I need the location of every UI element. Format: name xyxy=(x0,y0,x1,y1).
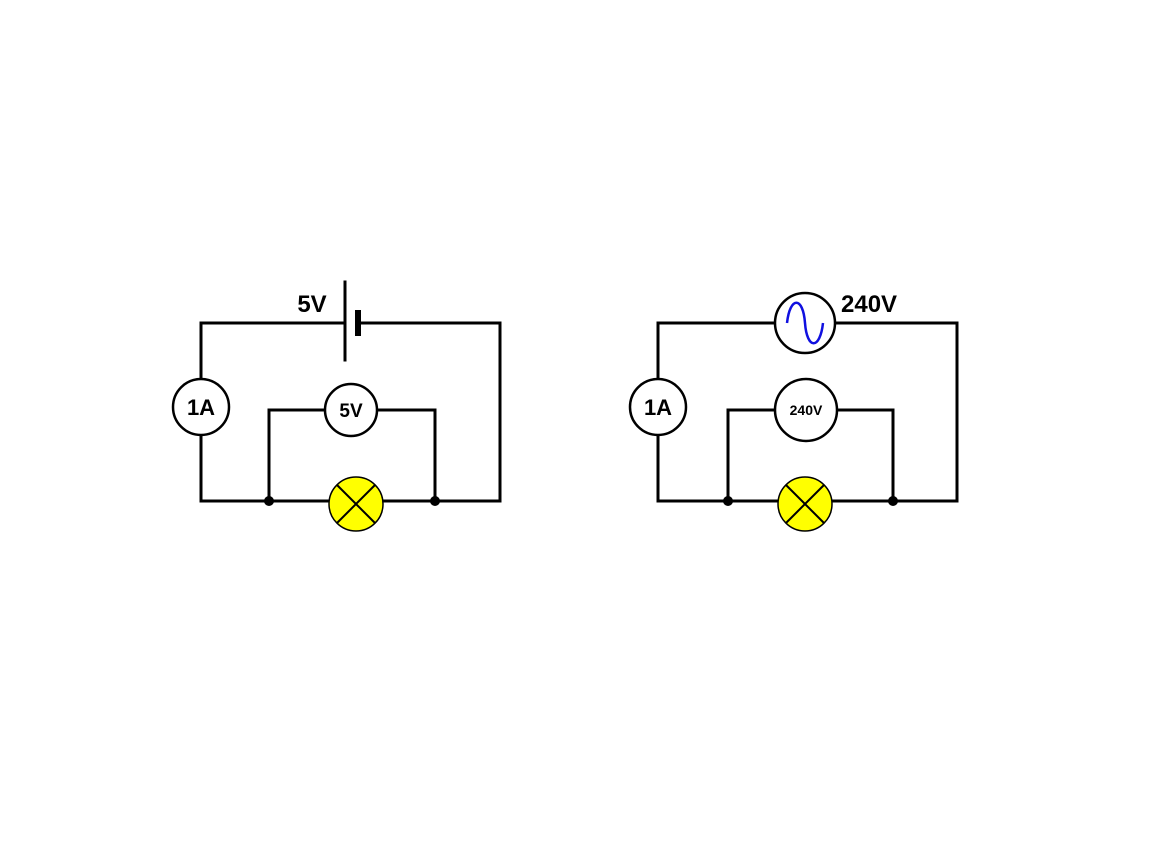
ac-circuit: 240V 1A 240V xyxy=(628,291,959,532)
ac-outer-wire-left-bottom xyxy=(656,429,780,503)
dc-cell-short-plate xyxy=(355,310,361,336)
ac-outer-wire-top-right xyxy=(833,321,959,503)
ac-ammeter xyxy=(628,377,688,437)
dc-voltmeter-reading: 5V xyxy=(339,401,363,422)
dc-voltmeter-branch-wire xyxy=(267,408,437,503)
dc-circuit: 5V 1A 5V xyxy=(171,280,502,532)
dc-lamp xyxy=(328,476,384,532)
dc-junction-right xyxy=(430,496,440,506)
dc-ammeter-reading: 1A xyxy=(187,395,215,420)
ac-junction-right xyxy=(888,496,898,506)
ac-source-label: 240V xyxy=(841,291,897,318)
ac-lamp-cross-b xyxy=(785,484,825,524)
dc-outer-wire-top-right xyxy=(356,321,502,503)
dc-outer-wire-left-bottom xyxy=(199,429,333,503)
ac-junction-left xyxy=(723,496,733,506)
ac-voltmeter xyxy=(773,377,839,443)
ac-lamp xyxy=(777,476,833,532)
dc-junction-left xyxy=(264,496,274,506)
ac-outer-wire-top-left xyxy=(656,321,777,385)
dc-source-label: 5V xyxy=(297,291,326,318)
ac-ammeter-reading: 1A xyxy=(644,395,672,420)
dc-lamp-cross-b xyxy=(336,484,376,524)
ac-voltmeter-reading: 240V xyxy=(790,402,823,418)
dc-ammeter xyxy=(171,377,231,437)
ac-sine-wave-icon xyxy=(785,301,825,345)
dc-voltmeter xyxy=(323,382,379,438)
dc-outer-wire-top-left xyxy=(199,321,347,385)
ac-voltmeter-branch-wire xyxy=(726,408,895,503)
